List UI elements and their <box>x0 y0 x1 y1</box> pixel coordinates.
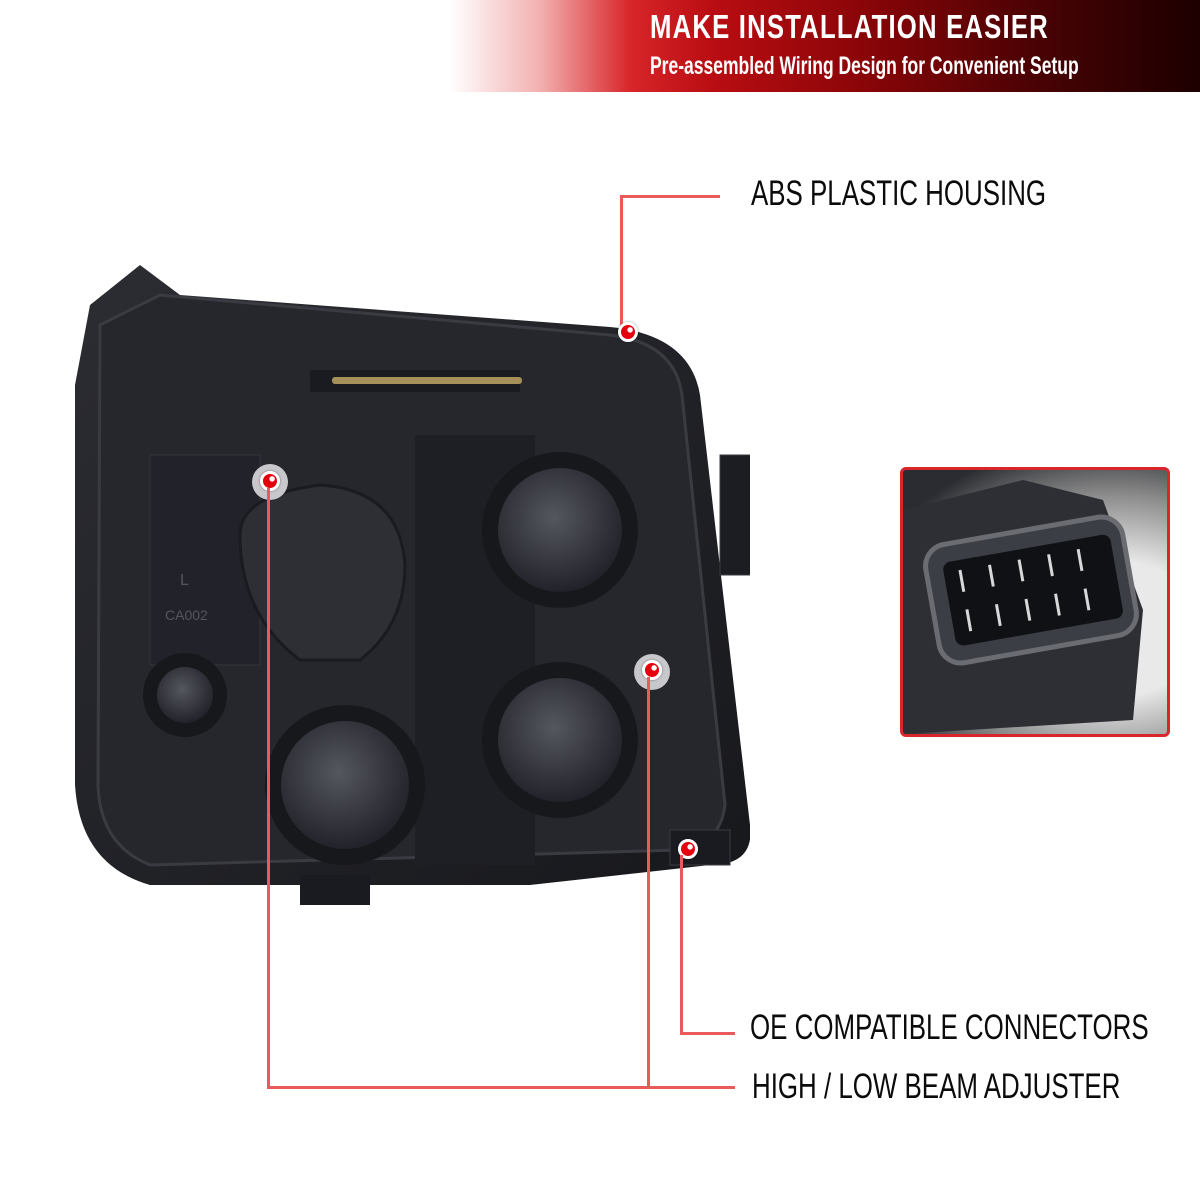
callout-label-housing: ABS PLASTIC HOUSING <box>751 174 1047 213</box>
svg-text:CA002: CA002 <box>165 607 208 623</box>
connector-icon <box>903 480 1143 734</box>
leader-line-connector-vertical <box>680 855 683 1035</box>
marker-dot-connector <box>678 839 698 859</box>
connector-closeup-inset <box>900 467 1170 737</box>
callout-label-adjuster: HIGH / LOW BEAM ADJUSTER <box>752 1067 1121 1106</box>
header-banner <box>450 0 1200 92</box>
callout-label-connectors: OE COMPATIBLE CONNECTORS <box>750 1008 1149 1047</box>
marker-dot-adjuster-right <box>642 660 662 680</box>
marker-dot-adjuster-left <box>260 471 280 491</box>
banner-title: MAKE INSTALLATION EASIER <box>650 8 1049 45</box>
banner-subtitle: Pre-assembled Wiring Design for Convenie… <box>650 52 1079 80</box>
leader-line-adjuster-left <box>267 488 270 1088</box>
leader-line-housing <box>620 195 720 198</box>
leader-line-adjuster-right <box>647 677 650 1088</box>
leader-line-housing-vertical <box>620 195 623 332</box>
headlight-housing-image: CA002 L <box>75 265 750 905</box>
svg-text:L: L <box>180 572 189 589</box>
leader-line-adjuster <box>267 1086 735 1089</box>
marker-dot-housing <box>618 322 638 342</box>
leader-line-connector <box>680 1032 735 1035</box>
